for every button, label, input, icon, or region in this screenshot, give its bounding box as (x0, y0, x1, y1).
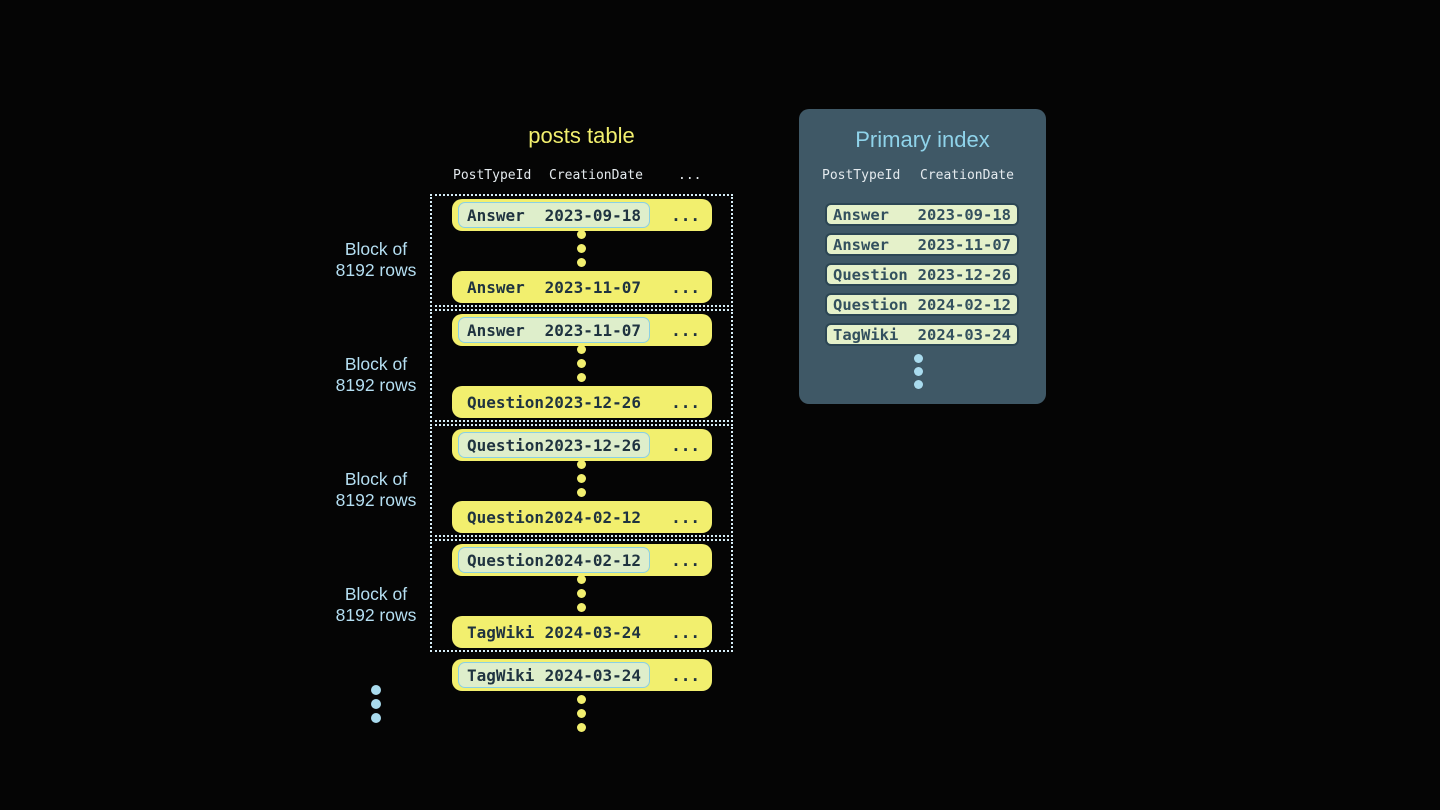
next-block-first-row: TagWiki 2024-03-24 ... (452, 659, 712, 691)
creation-date-value: 2023-11-07 (544, 320, 641, 340)
post-type-value: Answer (833, 205, 889, 224)
creation-date-value: 2023-09-18 (544, 205, 641, 225)
index-column-header-creationdate: CreationDate (920, 168, 1014, 183)
posts-table-column-headers: PostTypeId CreationDate ... (430, 168, 733, 184)
block-label-line2: 8192 rows (335, 605, 417, 625)
post-type-value: Question (467, 435, 545, 455)
index-entry-2: Answer 2023-11-07 (825, 233, 1019, 256)
block-label-line1: Block of (344, 584, 408, 604)
row-more-columns-ellipsis: ... (671, 622, 700, 642)
row-more-columns-ellipsis: ... (671, 277, 700, 297)
creation-date-value: 2023-12-26 (544, 435, 641, 455)
post-type-value: Question (467, 507, 545, 527)
row-more-columns-ellipsis: ... (671, 320, 700, 340)
block-4-max-key: TagWiki 2024-03-24 (458, 619, 650, 645)
creation-date-value: 2023-09-18 (917, 205, 1011, 224)
row-more-columns-ellipsis: ... (671, 205, 700, 225)
row-more-columns-ellipsis: ... (671, 550, 700, 570)
block-4-first-row: Question 2024-02-12 ... (452, 544, 712, 576)
block-1-min-key-highlight: Answer 2023-09-18 (458, 202, 650, 228)
posts-column-header-creationdate: CreationDate (549, 168, 643, 183)
block-3-first-row: Question 2023-12-26 ... (452, 429, 712, 461)
block-1-max-key: Answer 2023-11-07 (458, 274, 650, 300)
block-2: Answer 2023-11-07 ... Question 2023-12-2… (430, 309, 733, 422)
index-entry-4: Question 2024-02-12 (825, 293, 1019, 316)
creation-date-value: 2023-11-07 (544, 277, 641, 297)
creation-date-value: 2024-02-12 (544, 507, 641, 527)
creation-date-value: 2024-03-24 (544, 665, 641, 685)
post-type-value: Answer (467, 277, 525, 297)
primary-index-column-headers: PostTypeId CreationDate (799, 168, 1046, 184)
posts-table-title: posts table (528, 123, 635, 148)
post-type-value: TagWiki (467, 622, 535, 642)
post-type-value: TagWiki (833, 325, 899, 344)
index-entry-3: Question 2023-12-26 (825, 263, 1019, 286)
block-label-line1: Block of (344, 469, 408, 489)
block-3-label: Block of 8192 rows (326, 469, 426, 511)
block-label-line2: 8192 rows (335, 490, 417, 510)
more-index-entries-ellipsis-dots (914, 354, 923, 389)
block-1-first-row: Answer 2023-09-18 ... (452, 199, 712, 231)
block-1: Answer 2023-09-18 ... Answer 2023-11-07 … (430, 194, 733, 307)
block-3-min-key-highlight: Question 2023-12-26 (458, 432, 650, 458)
creation-date-value: 2024-03-24 (917, 325, 1011, 344)
primary-index-title: Primary index (855, 127, 990, 152)
posts-column-header-posttypeid: PostTypeId (453, 168, 532, 183)
post-type-value: Question (833, 295, 908, 314)
block-label-line1: Block of (344, 239, 408, 259)
creation-date-value: 2023-12-26 (917, 265, 1011, 284)
block-label-line2: 8192 rows (335, 260, 417, 280)
post-type-value: Answer (833, 235, 889, 254)
block-3-last-row: Question 2024-02-12 ... (452, 501, 712, 533)
block-2-label: Block of 8192 rows (326, 354, 426, 396)
block-2-first-row: Answer 2023-11-07 ... (452, 314, 712, 346)
post-type-value: TagWiki (467, 665, 535, 685)
post-type-value: Question (467, 550, 545, 570)
block-4-min-key-highlight: Question 2024-02-12 (458, 547, 650, 573)
block-3: Question 2023-12-26 ... Question 2024-02… (430, 424, 733, 537)
block-1-label: Block of 8192 rows (326, 239, 426, 281)
post-type-value: Question (467, 392, 545, 412)
hidden-rows-ellipsis-dots (577, 460, 586, 497)
creation-date-value: 2024-02-12 (917, 295, 1011, 314)
index-entry-5: TagWiki 2024-03-24 (825, 323, 1019, 346)
index-column-header-posttypeid: PostTypeId (822, 168, 901, 183)
post-type-value: Answer (467, 320, 525, 340)
more-blocks-ellipsis-dots (371, 685, 381, 723)
block-4-label: Block of 8192 rows (326, 584, 426, 626)
creation-date-value: 2024-02-12 (544, 550, 641, 570)
hidden-rows-ellipsis-dots (577, 575, 586, 612)
row-more-columns-ellipsis: ... (671, 392, 700, 412)
block-label-line2: 8192 rows (335, 375, 417, 395)
block-label-line1: Block of (344, 354, 408, 374)
creation-date-value: 2024-03-24 (544, 622, 641, 642)
hidden-rows-ellipsis-dots (577, 345, 586, 382)
creation-date-value: 2023-12-26 (544, 392, 641, 412)
more-rows-ellipsis-dots (577, 695, 586, 732)
next-block-min-key-highlight: TagWiki 2024-03-24 (458, 662, 650, 688)
block-2-max-key: Question 2023-12-26 (458, 389, 650, 415)
index-entry-1: Answer 2023-09-18 (825, 203, 1019, 226)
row-more-columns-ellipsis: ... (671, 507, 700, 527)
block-4-last-row: TagWiki 2024-03-24 ... (452, 616, 712, 648)
posts-column-header-more: ... (678, 168, 702, 183)
post-type-value: Question (833, 265, 908, 284)
block-2-last-row: Question 2023-12-26 ... (452, 386, 712, 418)
block-2-min-key-highlight: Answer 2023-11-07 (458, 317, 650, 343)
post-type-value: Answer (467, 205, 525, 225)
row-more-columns-ellipsis: ... (671, 435, 700, 455)
block-1-last-row: Answer 2023-11-07 ... (452, 271, 712, 303)
block-3-max-key: Question 2024-02-12 (458, 504, 650, 530)
block-4: Question 2024-02-12 ... TagWiki 2024-03-… (430, 539, 733, 652)
creation-date-value: 2023-11-07 (917, 235, 1011, 254)
primary-index-panel: Primary index PostTypeId CreationDate An… (799, 109, 1046, 404)
hidden-rows-ellipsis-dots (577, 230, 586, 267)
row-more-columns-ellipsis: ... (671, 665, 700, 685)
